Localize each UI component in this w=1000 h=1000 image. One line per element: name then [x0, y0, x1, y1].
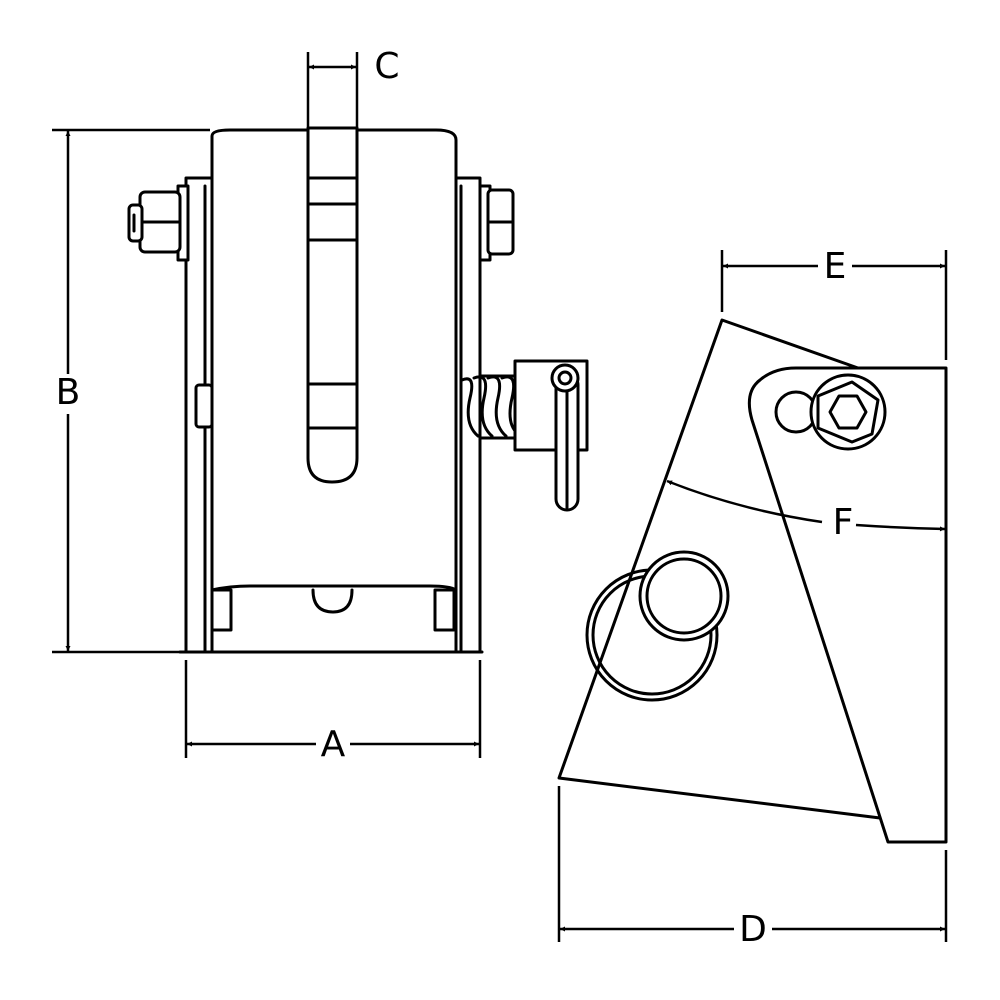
- upper-pin: [809, 373, 887, 451]
- dimension-c-label: C: [374, 46, 399, 87]
- bottom-roller: [210, 584, 458, 632]
- side-view: [557, 318, 948, 844]
- spring-pin-assembly: [460, 359, 589, 512]
- lower-pin: [638, 550, 730, 642]
- dimension-e-label: E: [824, 246, 847, 287]
- left-bolt: [127, 184, 190, 262]
- dimension-f-arc: [855, 523, 946, 532]
- dimension-b-label: B: [56, 372, 81, 413]
- slanted-plate: [747, 366, 948, 844]
- right-bolt: [478, 184, 515, 262]
- front-view: [127, 126, 589, 654]
- dimension-a-label: A: [321, 724, 346, 765]
- dimensions: [52, 52, 948, 942]
- rope-slot: [306, 126, 359, 484]
- left-boss: [194, 383, 214, 429]
- dimension-f-label: F: [833, 502, 854, 543]
- dimension-d-label: D: [739, 909, 767, 950]
